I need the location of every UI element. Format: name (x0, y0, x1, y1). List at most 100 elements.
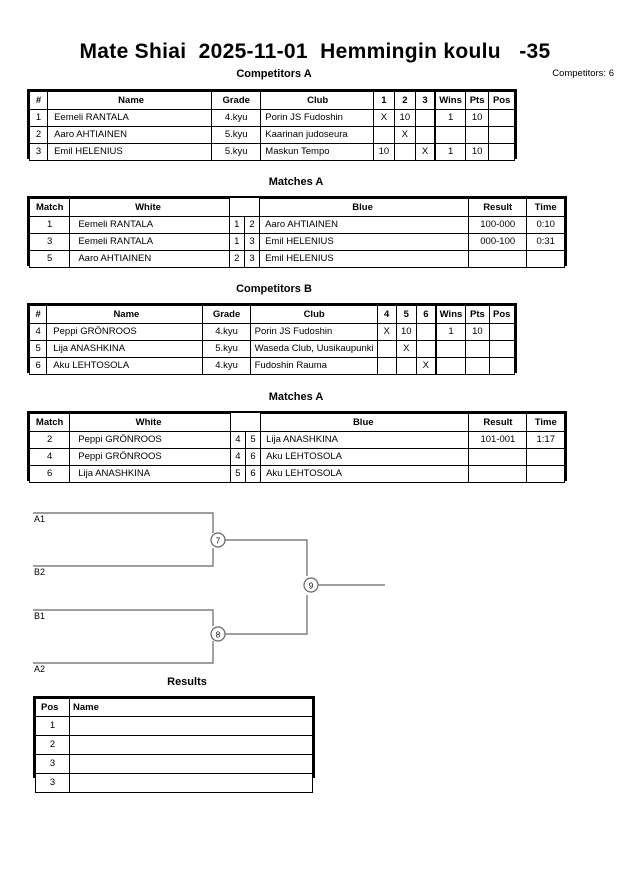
table-row[interactable]: 5 Lija ANASHKINA 5.kyu Waseda Club, Uusi… (28, 340, 515, 358)
col-blue-index (244, 198, 260, 217)
cell-blue: Emil HELENIUS (259, 250, 470, 268)
table-row[interactable]: 6 Aku LEHTOSOLA 4.kyu Fudoshin Rauma X (28, 357, 515, 375)
cell-blue-index: 6 (244, 465, 262, 483)
col-blue: Blue (260, 413, 470, 432)
col-white: White (69, 198, 230, 217)
cell-wins (434, 126, 466, 144)
cell-grade: 4.kyu (202, 323, 251, 341)
cell-number: 1 (28, 109, 49, 127)
cell-result: 101-001 (468, 431, 528, 449)
bracket-line-node7-out (224, 539, 308, 576)
cell-white: Lija ANASHKINA (69, 465, 231, 483)
cell-pos (488, 357, 515, 375)
cell-name[interactable] (69, 773, 313, 793)
cell-name[interactable] (69, 754, 313, 774)
table-header-row: Match White Blue Result Time (28, 198, 565, 217)
cell-name: Peppi GRÖNROOS (46, 323, 204, 341)
col-result: Result (468, 198, 528, 217)
table-row[interactable]: 2 Aaro AHTIAINEN 5.kyu Kaarinan judoseur… (28, 126, 515, 144)
section-title-competitors-a: Competitors A (236, 68, 312, 80)
cell-blue: Aaro AHTIAINEN (259, 216, 470, 234)
cell-result (468, 448, 528, 466)
table-row[interactable]: 4 Peppi GRÖNROOS 4.kyu Porin JS Fudoshin… (28, 323, 515, 341)
col-vs-5: 5 (395, 305, 418, 324)
col-match: Match (28, 413, 71, 432)
cell-number: 3 (28, 143, 49, 161)
table-row[interactable]: 3 (35, 773, 313, 793)
cell-vs-3 (414, 126, 436, 144)
cell-white: Eemeli RANTALA (69, 216, 230, 234)
col-blue-index (245, 413, 261, 432)
cell-blue-index: 6 (244, 448, 262, 466)
table-row[interactable]: 2 (35, 735, 313, 755)
cell-pos (488, 340, 515, 358)
bracket-node-circle-9[interactable] (303, 577, 319, 593)
competitors-a-table: # Name Grade Club 1 2 3 Wins Pts Pos 1 E… (28, 91, 515, 161)
cell-vs-3: X (416, 357, 437, 375)
cell-vs-3 (416, 340, 437, 358)
matches-a1-table-frame: Match White Blue Result Time 1 Eemeli RA… (27, 196, 567, 268)
table-row[interactable]: 6 Lija ANASHKINA 5 6 Aku LEHTOSOLA (28, 465, 565, 483)
cell-number: 5 (28, 340, 48, 358)
cell-pos (488, 126, 515, 144)
table-row[interactable]: 3 Eemeli RANTALA 1 3 Emil HELENIUS 000-1… (28, 233, 565, 251)
cell-wins: 1 (434, 143, 466, 161)
cell-vs-2 (395, 357, 418, 375)
section-title-matches-a-2: Matches A (268, 391, 324, 403)
table-row[interactable]: 5 Aaro AHTIAINEN 2 3 Emil HELENIUS (28, 250, 565, 268)
col-white: White (69, 413, 231, 432)
col-club: Club (260, 91, 374, 110)
cell-white-index: 5 (229, 465, 246, 483)
col-blue: Blue (259, 198, 470, 217)
table-row[interactable]: 3 (35, 754, 313, 774)
cell-vs-1: X (376, 323, 397, 341)
bracket-node-label-8: 8 (216, 630, 221, 639)
cell-name: Lija ANASHKINA (46, 340, 204, 358)
cell-number: 4 (28, 323, 48, 341)
bracket-line-b1 (33, 609, 214, 626)
cell-time: 1:17 (526, 431, 565, 449)
cell-vs-3 (414, 109, 436, 127)
col-number: # (28, 305, 48, 324)
col-club: Club (249, 305, 378, 324)
cell-vs-3 (416, 323, 437, 341)
table-row[interactable]: 1 (35, 716, 313, 736)
col-pos: Pos (488, 305, 515, 324)
col-vs-3: 3 (414, 91, 436, 110)
bracket-node-circle-8[interactable] (210, 626, 226, 642)
cell-grade: 4.kyu (202, 357, 251, 375)
table-row[interactable]: 2 Peppi GRÖNROOS 4 5 Lija ANASHKINA 101-… (28, 431, 565, 449)
cell-result (468, 250, 528, 268)
col-time: Time (526, 198, 565, 217)
cell-grade: 5.kyu (202, 340, 251, 358)
cell-name[interactable] (69, 735, 313, 755)
table-row[interactable]: 1 Eemeli RANTALA 1 2 Aaro AHTIAINEN 100-… (28, 216, 565, 234)
cell-vs-1 (376, 340, 397, 358)
cell-club: Porin JS Fudoshin (249, 323, 378, 341)
cell-white-index: 4 (229, 448, 246, 466)
cell-club: Maskun Tempo (260, 143, 374, 161)
cell-time: 0:31 (526, 233, 565, 251)
cell-vs-1 (376, 357, 397, 375)
cell-name: Eemeli RANTALA (47, 109, 213, 127)
col-pos: Pos (35, 698, 70, 717)
cell-white: Eemeli RANTALA (69, 233, 230, 251)
cell-time (526, 250, 565, 268)
bracket-line-a1 (33, 512, 214, 533)
table-row[interactable]: 3 Emil HELENIUS 5.kyu Maskun Tempo 10 X … (28, 143, 515, 161)
competitors-b-table: # Name Grade Club 4 5 6 Wins Pts Pos 4 P… (28, 305, 515, 375)
matches-a1-table: Match White Blue Result Time 1 Eemeli RA… (28, 198, 565, 268)
elimination-bracket: 7 8 9 A1 B2 B1 A2 (0, 498, 630, 678)
cell-pos (488, 143, 515, 161)
table-row[interactable]: 4 Peppi GRÖNROOS 4 6 Aku LEHTOSOLA (28, 448, 565, 466)
bracket-seed-a2: A2 (34, 664, 45, 674)
cell-club: Porin JS Fudoshin (260, 109, 374, 127)
table-row[interactable]: 1 Eemeli RANTALA 4.kyu Porin JS Fudoshin… (28, 109, 515, 127)
cell-white-index: 2 (228, 250, 245, 268)
cell-name[interactable] (69, 716, 313, 736)
table-header-row: Match White Blue Result Time (28, 413, 565, 432)
col-vs-6: 6 (416, 305, 437, 324)
cell-pos: 1 (35, 716, 70, 736)
bracket-node-circle-7[interactable] (210, 532, 226, 548)
bracket-svg: 7 8 9 A1 B2 B1 A2 (33, 512, 385, 674)
